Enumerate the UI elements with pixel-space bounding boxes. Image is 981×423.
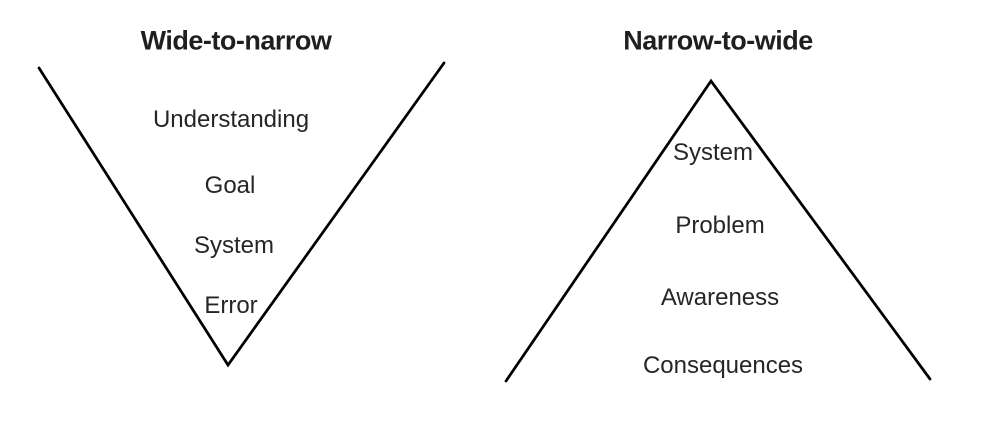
narrow-to-wide-label-consequences: Consequences bbox=[642, 352, 804, 379]
narrow-to-wide-label-system: System bbox=[672, 139, 754, 166]
narrow-to-wide-title: Narrow-to-wide bbox=[623, 25, 813, 56]
wide-to-narrow-label-understanding: Understanding bbox=[152, 106, 310, 133]
wide-to-narrow-label-system: System bbox=[193, 232, 275, 259]
narrow-to-wide-peak-outline bbox=[504, 78, 932, 383]
wide-to-narrow-funnel-outline bbox=[37, 61, 446, 368]
wide-to-narrow-label-error: Error bbox=[204, 292, 258, 319]
narrow-to-wide-label-problem: Problem bbox=[675, 212, 765, 239]
narrow-to-wide-label-awareness: Awareness bbox=[660, 284, 780, 311]
wide-to-narrow-label-goal: Goal bbox=[204, 172, 256, 199]
wide-to-narrow-title: Wide-to-narrow bbox=[140, 25, 332, 56]
